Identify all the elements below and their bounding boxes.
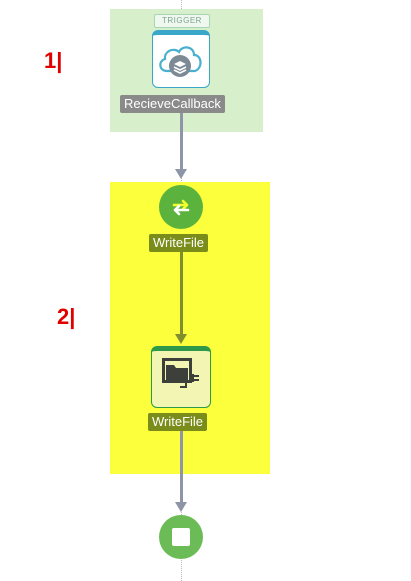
step-number-2: 2| <box>57 304 76 329</box>
trigger-node-label: RecieveCallback <box>120 95 225 113</box>
connector-write-to-end <box>180 428 183 504</box>
cloud-stack-icon <box>153 35 209 85</box>
connector-trigger-to-map <box>180 113 183 171</box>
stop-icon <box>172 528 190 546</box>
end-node[interactable] <box>159 515 203 559</box>
action-node-writefile-1[interactable] <box>159 185 203 229</box>
map-arrows-icon <box>159 185 203 229</box>
connector-map-to-write <box>180 250 183 336</box>
action-node-label: WriteFile <box>148 413 208 431</box>
action-node-writefile-2[interactable] <box>151 346 211 408</box>
arrowhead-icon <box>175 502 187 512</box>
trigger-badge: TRIGGER <box>154 14 210 28</box>
action-node-label: WriteFile <box>149 234 209 252</box>
arrowhead-icon <box>175 334 187 344</box>
trigger-node-receive-callback[interactable] <box>152 30 210 88</box>
file-connector-icon <box>152 351 210 406</box>
arrowhead-icon <box>175 169 187 179</box>
step-number-1: 1| <box>44 48 63 73</box>
